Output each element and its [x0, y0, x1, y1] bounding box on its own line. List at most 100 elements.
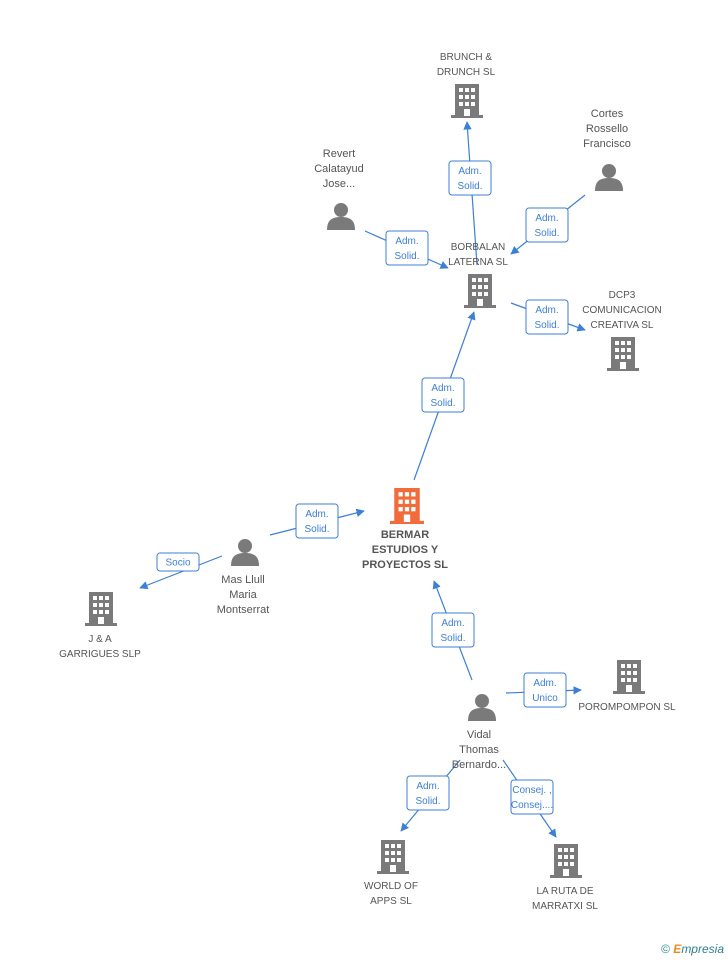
edge-borbalan-brunch: Adm.Solid. — [448, 121, 492, 266]
edge-label-box — [421, 377, 465, 413]
empresia-brand[interactable]: © Empresia — [661, 942, 724, 956]
node-world[interactable]: WORLD OF APPS SL — [364, 840, 418, 907]
node-label: BRUNCH & — [440, 52, 493, 63]
node-label: POROMPOMPON SL — [578, 702, 676, 713]
node-label: LA RUTA DE — [536, 886, 593, 897]
node-label: DCP3 — [609, 290, 636, 301]
node-label: ESTUDIOS Y — [372, 544, 439, 556]
edge-mas-bermar: Adm. Solid. — [269, 503, 365, 539]
edge-label-box — [295, 503, 339, 539]
edge-vidal-world: Adm.Solid. — [400, 759, 461, 832]
building-icon — [85, 592, 117, 626]
edge-label-box — [510, 779, 554, 815]
building-icon — [613, 660, 645, 694]
edge-label[interactable]: Adm. Solid. — [295, 503, 339, 539]
edge-label-box — [156, 552, 200, 572]
person-icon — [468, 694, 496, 721]
node-label: CREATIVA SL — [591, 320, 654, 331]
node-label: Jose... — [323, 178, 355, 190]
edge-label-text: Consej.... — [511, 800, 553, 811]
edge-mas-jya: Socio — [139, 552, 223, 590]
node-jya[interactable]: J & A GARRIGUES SLP — [59, 592, 141, 660]
edge-label-text: Solid. — [394, 251, 419, 262]
edge-label-text: Adm. — [305, 509, 328, 520]
node-borbalan[interactable]: BORBALAN LATERNA SL — [448, 242, 508, 308]
building-icon — [607, 337, 639, 371]
node-vidal[interactable]: VidalThomasBernardo... — [452, 694, 506, 771]
node-label: APPS SL — [370, 896, 412, 907]
building-icon — [550, 844, 582, 878]
edge-label-text: Solid. — [304, 524, 329, 535]
edge-label[interactable]: Adm. Solid. — [385, 230, 429, 266]
edge-label-text: Adm. — [395, 236, 418, 247]
node-label: J & A — [88, 634, 112, 645]
node-label: Mas Llull — [221, 574, 264, 586]
edge-label-text: Solid. — [430, 398, 455, 409]
edge-label[interactable]: Adm.Solid. — [406, 775, 450, 811]
edge-label-text: Adm. — [441, 618, 464, 629]
node-label: LATERNA SL — [448, 257, 508, 268]
edge-label-text: Adm. — [535, 305, 558, 316]
brand-initial: E — [673, 942, 682, 956]
building-icon — [377, 840, 409, 874]
node-label: DRUNCH SL — [437, 67, 496, 78]
edge-cortes-borbalan: Adm. Solid. — [510, 194, 586, 255]
node-label: Calatayud — [314, 163, 364, 175]
edge-borbalan-dcp3: Adm. Solid. — [510, 299, 586, 335]
edge-label-text: Solid. — [534, 228, 559, 239]
node-label: COMUNICACION — [582, 305, 661, 316]
building-icon — [464, 274, 496, 308]
node-label: WORLD OF — [364, 881, 418, 892]
edge-label-text: Adm. — [458, 166, 481, 177]
node-label: BORBALAN — [451, 242, 505, 253]
edge-vidal-porom: Adm. Unico — [505, 672, 582, 708]
person-icon — [595, 164, 623, 191]
node-revert[interactable]: RevertCalatayudJose... — [314, 148, 364, 230]
node-label: MARRATXI SL — [532, 901, 598, 912]
edge-label-box — [523, 672, 567, 708]
edge-label-text: Solid. — [534, 320, 559, 331]
edge-label[interactable]: Adm.Solid. — [421, 377, 465, 413]
edge-vidal-laruta: Consej. , Consej.... — [502, 759, 557, 838]
edge-label-box — [406, 775, 450, 811]
edge-revert-borbalan: Adm. Solid. — [364, 230, 449, 269]
edge-label[interactable]: Adm.Solid. — [448, 160, 492, 196]
edge-label-box — [525, 299, 569, 335]
person-icon — [231, 539, 259, 566]
building-icon — [451, 84, 483, 118]
node-label: Francisco — [583, 138, 631, 150]
brand-name: mpresia — [681, 942, 724, 956]
edge-label[interactable]: Socio — [156, 552, 200, 572]
node-label: Revert — [323, 148, 355, 160]
edge-vidal-bermar: Adm. Solid. — [431, 580, 475, 681]
node-label: Bernardo... — [452, 759, 506, 771]
node-label: GARRIGUES SLP — [59, 649, 141, 660]
edge-label[interactable]: Adm. Solid. — [525, 207, 569, 243]
node-label: Rossello — [586, 123, 628, 135]
node-laruta[interactable]: LA RUTA DE MARRATXI SL — [532, 844, 598, 912]
edge-label-text: Adm. — [535, 213, 558, 224]
edge-label-box — [448, 160, 492, 196]
edge-label-box — [525, 207, 569, 243]
edge-label-box — [385, 230, 429, 266]
copyright-symbol: © — [661, 942, 670, 956]
node-porom[interactable]: POROMPOMPON SL — [578, 660, 676, 713]
edge-label[interactable]: Adm. Solid. — [431, 612, 475, 648]
node-label: Maria — [229, 589, 257, 601]
edge-label-text: Adm. — [533, 678, 556, 689]
edge-label-text: Consej. , — [512, 785, 551, 796]
node-brunch[interactable]: BRUNCH & DRUNCH SL — [437, 52, 496, 118]
edge-label-text: Unico — [532, 693, 558, 704]
edge-label[interactable]: Adm. Solid. — [525, 299, 569, 335]
node-label: BERMAR — [381, 529, 429, 541]
edge-label-box — [431, 612, 475, 648]
edge-label[interactable]: Adm. Unico — [523, 672, 567, 708]
edge-label-text: Solid. — [440, 633, 465, 644]
node-label: Thomas — [459, 744, 499, 756]
edge-line — [139, 555, 223, 590]
edge-label[interactable]: Consej. , Consej.... — [510, 779, 554, 815]
